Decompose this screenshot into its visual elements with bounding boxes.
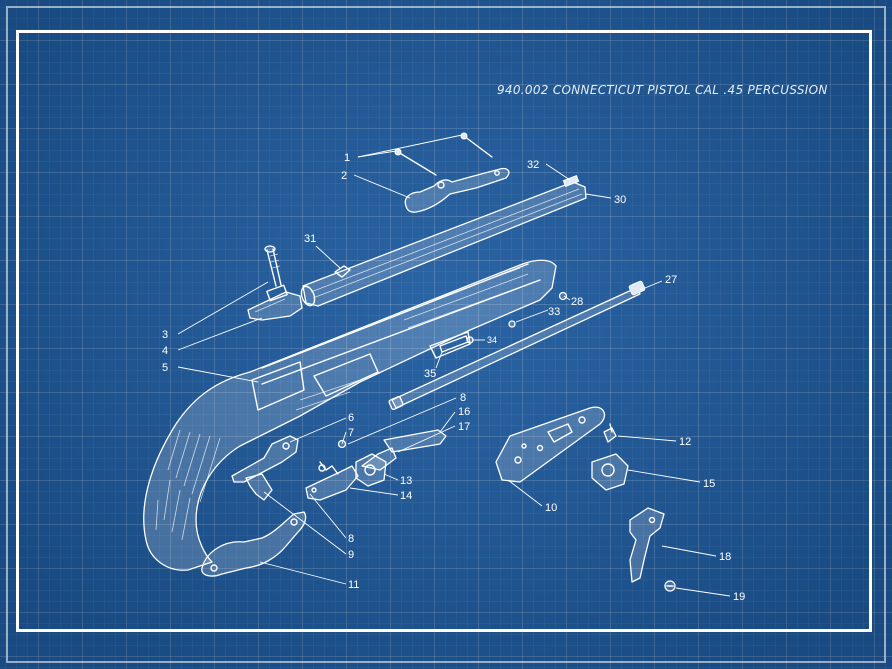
part-15-drum: [591, 453, 629, 491]
callout-16: 16: [458, 406, 470, 418]
callout-5: 5: [162, 362, 168, 374]
part-19-screw: [664, 580, 676, 592]
part-5-stock: [143, 259, 557, 571]
callout-19: 19: [733, 591, 745, 603]
part-35-wedge: [439, 335, 469, 353]
callout-labels: 1 2 32 30 31 3 4 5 27 28 33 34 35 8 6 7 …: [162, 152, 745, 603]
part-4-breech-plug: [247, 284, 303, 321]
part-11-trigger-guard: [201, 511, 307, 577]
callout-32: 32: [527, 159, 539, 171]
part-10-lock-plate: [495, 406, 606, 483]
callout-27: 27: [665, 274, 677, 286]
callout-8-upper: 8: [460, 392, 466, 404]
part-30-barrel: [300, 175, 587, 307]
callout-17: 17: [458, 421, 470, 433]
callout-10: 10: [545, 502, 557, 514]
callout-9: 9: [348, 549, 354, 561]
callout-28: 28: [571, 296, 583, 308]
part-12-screw: [603, 423, 617, 443]
callout-18: 18: [719, 551, 731, 563]
part-2-sideplate: [404, 167, 510, 213]
drawing-frame: [16, 30, 872, 632]
drawing-title: 940.002 CONNECTICUT PISTOL CAL .45 PERCU…: [497, 83, 828, 97]
callout-2: 2: [341, 170, 347, 182]
part-6-lock-component: [231, 435, 299, 483]
part-1-pins: [394, 132, 493, 176]
part-17-hammer: [361, 447, 397, 471]
callout-11: 11: [348, 579, 359, 591]
callout-31: 31: [304, 233, 316, 245]
part-9-sear: [245, 473, 273, 501]
part-18-trigger: [629, 507, 665, 583]
callout-1: 1: [344, 152, 350, 164]
part-14-bridle: [305, 464, 359, 501]
callout-14: 14: [400, 490, 412, 502]
callout-8-lower: 8: [348, 533, 354, 545]
part-3-nipple: [264, 245, 282, 287]
part-8-spring: [319, 461, 339, 475]
callout-4: 4: [162, 345, 168, 357]
callout-7: 7: [348, 427, 354, 439]
part-16-mainspring: [383, 429, 447, 453]
callout-12: 12: [679, 436, 691, 448]
callout-3: 3: [162, 329, 168, 341]
callout-33: 33: [548, 306, 560, 318]
leader-lines: [177, 134, 731, 597]
callout-34: 34: [487, 335, 497, 345]
callout-35: 35: [424, 368, 436, 380]
callout-30: 30: [614, 194, 626, 206]
callout-15: 15: [703, 478, 715, 490]
part-27-ramrod: [388, 280, 646, 411]
callout-6: 6: [348, 412, 354, 424]
callout-13: 13: [400, 475, 412, 487]
outer-frame: [6, 6, 886, 663]
part-28-screw: [558, 291, 568, 301]
